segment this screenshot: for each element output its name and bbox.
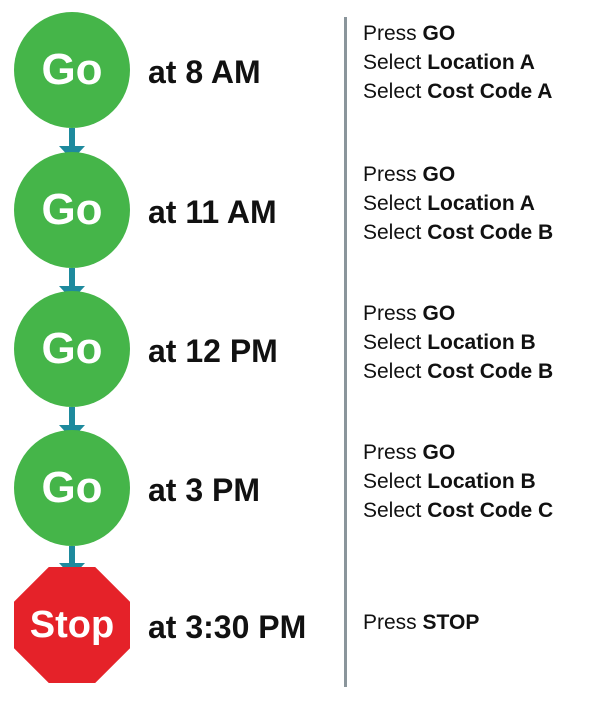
stop-sign-icon: Stop	[14, 567, 130, 683]
instruction-line: Select Cost Code B	[363, 218, 553, 247]
instruction-value: GO	[422, 163, 456, 186]
instruction-verb: Press	[363, 611, 417, 634]
instruction-value: GO	[422, 22, 456, 45]
instruction-value: Cost Code C	[427, 499, 554, 522]
instruction-line: Select Location B	[363, 328, 553, 357]
instruction-verb: Press	[363, 22, 417, 45]
instruction-value: Location A	[427, 51, 535, 74]
instruction-value: Location B	[427, 331, 536, 354]
instruction-line: Press STOP	[363, 608, 479, 637]
instruction-line: Select Location B	[363, 467, 553, 496]
instruction-value: Cost Code A	[427, 80, 553, 103]
instructions-330pm: Press STOP	[363, 608, 479, 637]
instruction-verb: Press	[363, 441, 417, 464]
instruction-line: Press GO	[363, 299, 553, 328]
arrow-connector-1	[69, 128, 75, 152]
instruction-line: Press GO	[363, 160, 553, 189]
instructions-11am: Press GO Select Location A Select Cost C…	[363, 160, 553, 247]
instruction-line: Select Cost Code A	[363, 77, 552, 106]
instruction-verb: Select	[363, 360, 422, 383]
instruction-line: Press GO	[363, 19, 552, 48]
instructions-12pm: Press GO Select Location B Select Cost C…	[363, 299, 553, 386]
go-signal-8am: Go	[14, 12, 130, 128]
instruction-value: Location B	[427, 470, 536, 493]
instruction-verb: Press	[363, 302, 417, 325]
instruction-verb: Select	[363, 51, 422, 74]
instruction-verb: Select	[363, 499, 422, 522]
time-11am: at 11 AM	[148, 194, 277, 230]
instruction-verb: Select	[363, 470, 422, 493]
time-3pm: at 3 PM	[148, 472, 261, 508]
go-signal-3pm: Go	[14, 430, 130, 546]
arrow-connector-3	[69, 407, 75, 431]
instructions-8am: Press GO Select Location A Select Cost C…	[363, 19, 552, 106]
instruction-value: Cost Code B	[427, 360, 554, 383]
instruction-verb: Select	[363, 192, 422, 215]
instruction-verb: Press	[363, 163, 417, 186]
time-12pm: at 12 PM	[148, 333, 278, 369]
arrow-connector-4	[69, 546, 75, 570]
instruction-value: STOP	[422, 611, 480, 634]
instruction-value: Location A	[427, 192, 535, 215]
vertical-divider	[344, 17, 347, 687]
time-8am: at 8 AM	[148, 54, 261, 90]
instruction-value: GO	[422, 302, 456, 325]
instruction-line: Select Location A	[363, 189, 553, 218]
instruction-line: Press GO	[363, 438, 553, 467]
go-signal-11am: Go	[14, 152, 130, 268]
instruction-line: Select Location A	[363, 48, 552, 77]
instruction-verb: Select	[363, 331, 422, 354]
arrow-connector-2	[69, 268, 75, 292]
instructions-3pm: Press GO Select Location B Select Cost C…	[363, 438, 553, 525]
instruction-value: Cost Code B	[427, 221, 554, 244]
time-330pm: at 3:30 PM	[148, 609, 307, 645]
instruction-value: GO	[422, 441, 456, 464]
instruction-verb: Select	[363, 80, 422, 103]
instruction-line: Select Cost Code B	[363, 357, 553, 386]
instruction-line: Select Cost Code C	[363, 496, 553, 525]
go-signal-12pm: Go	[14, 291, 130, 407]
instruction-verb: Select	[363, 221, 422, 244]
